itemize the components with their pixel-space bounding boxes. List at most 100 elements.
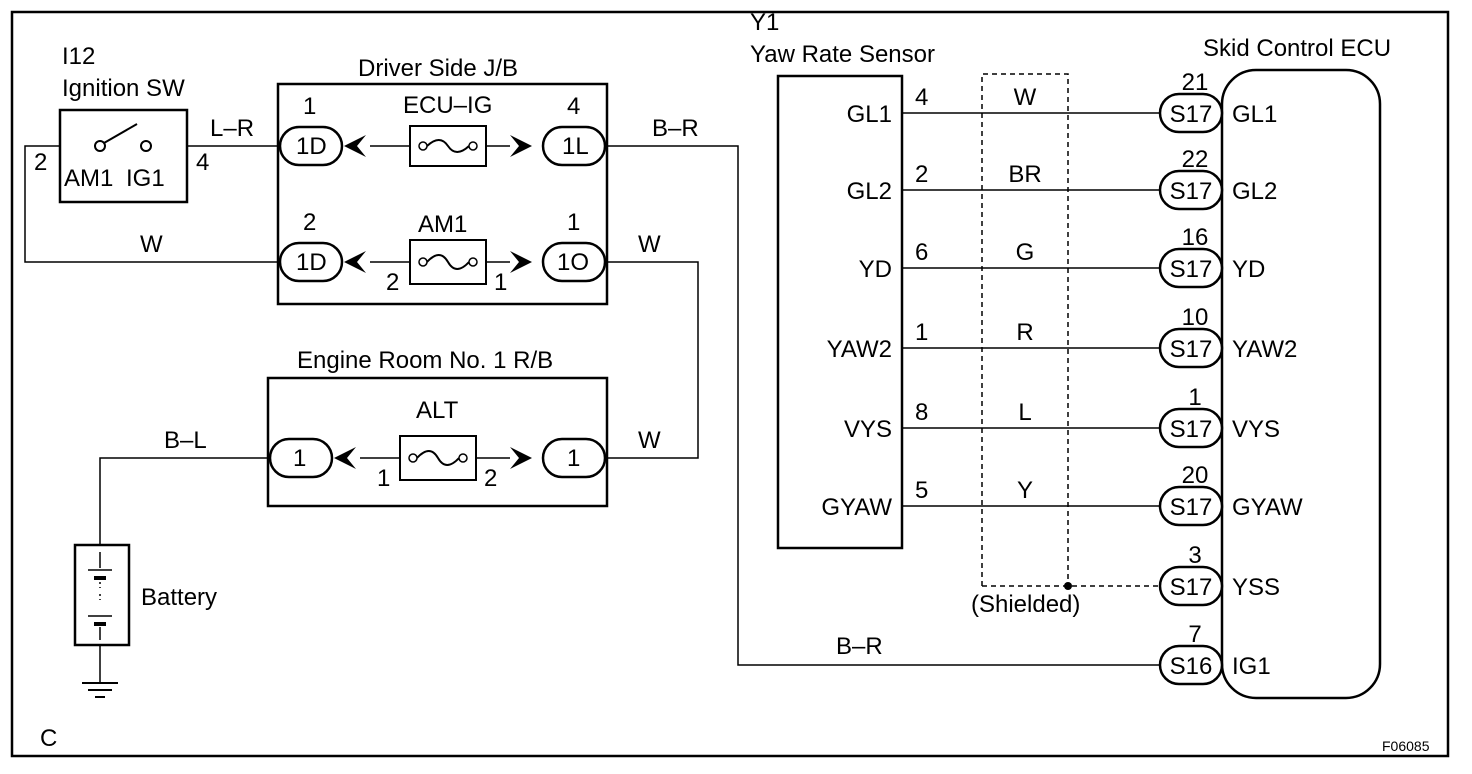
yaw-rate-sensor: Y1 Yaw Rate Sensor <box>750 9 935 550</box>
connector-1d-a <box>278 125 344 167</box>
fuse-am1-label: AM1 <box>418 211 467 238</box>
fuse-alt-label: ALT <box>416 397 459 424</box>
yaw-sensor-code: Y1 <box>750 9 779 36</box>
connector-1d-b <box>278 241 344 283</box>
ecu-pin: 20 <box>1182 462 1209 489</box>
driver-jb-name: Driver Side J/B <box>358 55 518 82</box>
ecu-connector <box>1158 327 1224 369</box>
ecu-connector <box>1158 407 1224 449</box>
ecu-pin: 10 <box>1182 304 1209 331</box>
wire-color-label: Y <box>1017 477 1033 504</box>
ecu-terminal-name: YD <box>1232 256 1265 283</box>
sensor-terminal-name: YAW2 <box>827 336 892 363</box>
switch-pin-am1: 2 <box>34 149 47 176</box>
arrow-right-icon <box>510 135 532 157</box>
sensor-row: GL2 2 BR <box>847 161 1160 205</box>
ecu-terminal-name: GL2 <box>1232 178 1277 205</box>
ignition-switch-box <box>58 108 189 204</box>
ecu-connector-label: S17 <box>1170 336 1213 363</box>
ignition-switch-code: I12 <box>62 43 95 70</box>
wire-l-r-label: L–R <box>210 115 254 142</box>
wire-color-label: BR <box>1008 161 1041 188</box>
ecu-connector-label: S17 <box>1170 101 1213 128</box>
fuse-alt-left-pin: 1 <box>377 465 390 492</box>
wire-w-alt-label: W <box>638 427 661 454</box>
wire-w-alt <box>605 261 699 459</box>
fuse-am1-right-pin: 1 <box>494 269 507 296</box>
fuse-terminal <box>418 141 428 151</box>
ecu-connector <box>1158 92 1224 134</box>
ecu-terminal-name: GL1 <box>1232 101 1277 128</box>
sensor-terminal-name: GYAW <box>821 494 892 521</box>
ecu-connector-label: S17 <box>1170 178 1213 205</box>
fusible-link-icon <box>416 450 460 466</box>
yaw-sensor-name: Yaw Rate Sensor <box>750 41 935 68</box>
wire-b-r <box>605 145 1160 666</box>
wire-w-am1-label: W <box>140 231 163 258</box>
wire-color-label: R <box>1016 319 1033 346</box>
sensor-terminal-name: GL2 <box>847 178 892 205</box>
fuse-terminal <box>468 141 478 151</box>
ecu-connector-label: S17 <box>1170 574 1213 601</box>
switch-terminal-am1: AM1 <box>64 165 113 192</box>
wire-w-am1 <box>24 145 280 263</box>
fuse-alt-right-pin: 2 <box>484 465 497 492</box>
ecu-connector <box>1158 247 1224 289</box>
sensor-terminal-name: VYS <box>844 416 892 443</box>
conn-1d-b-pin: 2 <box>303 209 316 236</box>
switch-pin-ig1: 4 <box>196 149 209 176</box>
ecu-pin: 3 <box>1188 542 1201 569</box>
wire-w-1o-label: W <box>638 231 661 258</box>
wire-color-label: L <box>1018 399 1031 426</box>
switch-blade <box>103 123 138 144</box>
ecu-name: Skid Control ECU <box>1203 35 1391 62</box>
ecu-terminal-name: GYAW <box>1232 494 1303 521</box>
conn-1d-a-pin: 1 <box>303 93 316 120</box>
yaw-sensor-box <box>776 74 904 550</box>
skid-control-ecu: Skid Control ECU <box>1203 35 1391 700</box>
ecu-connector-label: S16 <box>1170 653 1213 680</box>
fuse-ecu-ig-label: ECU–IG <box>403 92 492 119</box>
fuse-am1-left-pin: 2 <box>386 269 399 296</box>
shield-outline <box>981 73 1069 586</box>
fusible-element-icon <box>426 254 470 270</box>
conn-1o-pin: 1 <box>567 209 580 236</box>
wire-color-label: W <box>1014 84 1037 111</box>
ecu-terminal-name: YSS <box>1232 574 1280 601</box>
driver-jb-box <box>276 82 609 306</box>
sensor-row: GYAW 5 Y <box>821 477 1160 521</box>
battery-label: Battery <box>141 584 217 611</box>
fuse-terminal <box>458 453 468 463</box>
connector-rb-right <box>541 437 607 479</box>
sensor-pin: 2 <box>915 161 928 188</box>
ecu-pin: 1 <box>1188 384 1201 411</box>
sensor-terminal-name: YD <box>859 256 892 283</box>
arrow-left-icon <box>344 135 366 157</box>
shield-label: (Shielded) <box>971 591 1080 618</box>
conn-1l-pin: 4 <box>567 93 580 120</box>
ecu-connector <box>1158 169 1224 211</box>
sensor-pin: 4 <box>915 84 928 111</box>
wire-b-l <box>99 457 270 545</box>
ecu-connector <box>1158 485 1224 527</box>
fuse-terminal <box>468 257 478 267</box>
sensor-pin: 1 <box>915 319 928 346</box>
sensor-pin: 5 <box>915 477 928 504</box>
wire-b-l-label: B–L <box>164 427 207 454</box>
connector-1d-b-label: 1D <box>296 249 327 276</box>
ecu-connector-label: S17 <box>1170 494 1213 521</box>
ecu-terminal-name: VYS <box>1232 416 1280 443</box>
fuse-terminal <box>408 453 418 463</box>
arrow-right-icon <box>510 447 532 469</box>
switch-terminal-ig1: IG1 <box>126 165 165 192</box>
